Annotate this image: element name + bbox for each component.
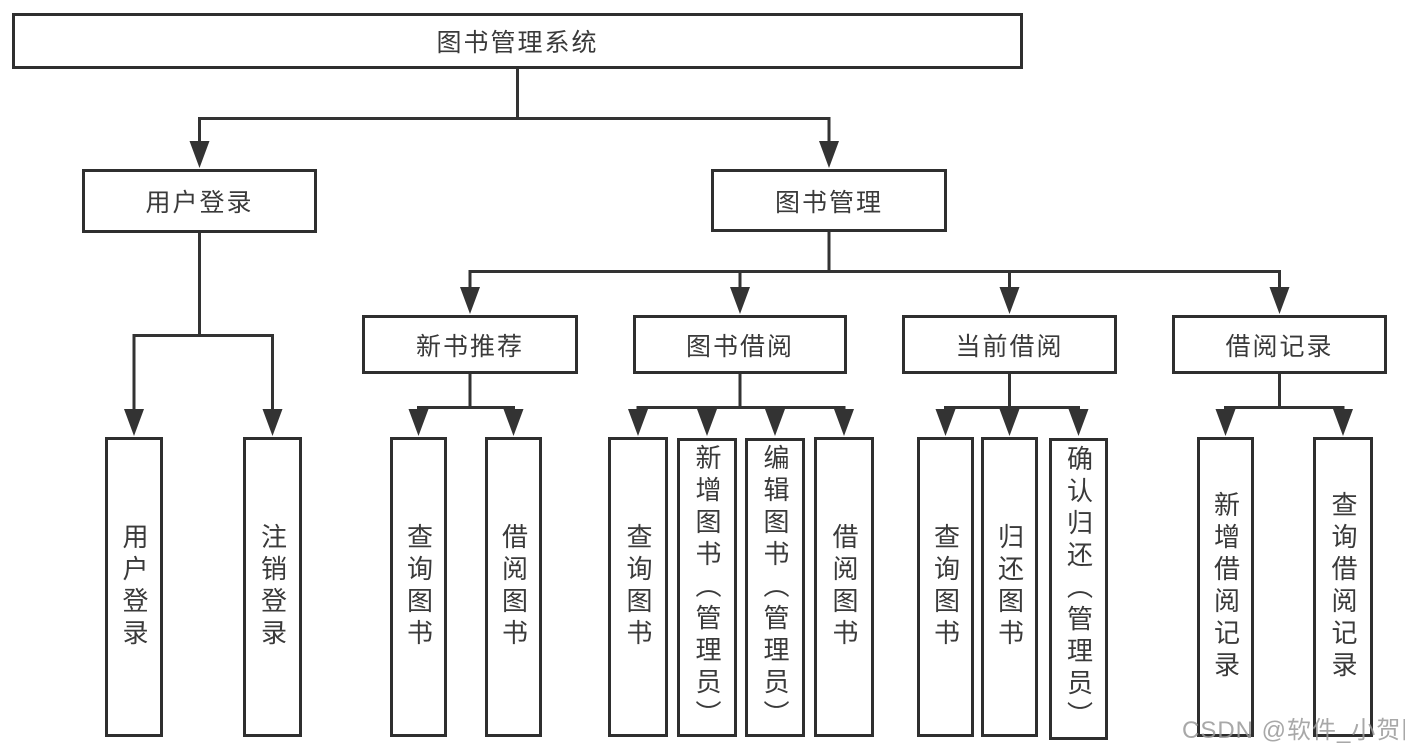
node-current-borrow: 当前借阅 [902,315,1117,374]
node-label: 当前借阅 [955,332,1064,361]
node-new-book-recommend: 新书推荐 [362,315,578,374]
leaf-logout: 注销登录 [243,437,302,737]
leaf-add-book-admin: 新增图书（管理员） [677,438,737,737]
leaf-borrow-book: 借阅图书 [814,437,874,737]
node-label: 图书管理系统 [436,29,599,57]
node-book-borrow: 图书借阅 [633,315,847,374]
node-label: 借阅图书 [829,523,859,651]
leaf-query-book-recommend: 查询图书 [390,437,447,737]
node-label: 新书推荐 [415,332,524,361]
leaf-query-book-current: 查询图书 [917,437,974,737]
node-label: 用户登录 [119,523,149,651]
node-user-login: 用户登录 [82,169,317,233]
arrowheads [124,141,1353,436]
node-root-library-system: 图书管理系统 [12,13,1023,69]
node-label: 新增图书（管理员） [692,443,722,732]
leaf-add-borrow-record: 新增借阅记录 [1197,437,1254,737]
node-label: 新增借阅记录 [1210,491,1241,683]
node-book-management: 图书管理 [711,169,947,232]
leaf-query-book-borrow: 查询图书 [608,437,668,737]
node-label: 确认归还（管理员） [1063,445,1094,733]
leaf-query-borrow-record: 查询借阅记录 [1313,437,1373,737]
node-label: 用户登录 [145,189,254,217]
node-label: 查询借阅记录 [1328,491,1358,683]
node-label: 注销登录 [257,523,288,651]
node-label: 编辑图书（管理员） [760,443,790,732]
leaf-return-book: 归还图书 [981,437,1038,737]
leaf-confirm-return-admin: 确认归还（管理员） [1049,438,1108,740]
leaf-user-login: 用户登录 [105,437,163,737]
csdn-watermark: CSDN @软件_小贺同学 [1182,717,1405,744]
leaf-borrow-book-recommend: 借阅图书 [485,437,542,737]
node-label: 图书借阅 [685,332,794,361]
node-label: 查询图书 [403,523,434,651]
node-label: 归还图书 [994,523,1025,651]
leaf-edit-book-admin: 编辑图书（管理员） [745,438,805,737]
node-label: 查询图书 [930,523,961,651]
node-label: 借阅记录 [1225,332,1334,361]
node-label: 图书管理 [774,188,883,217]
node-borrow-records: 借阅记录 [1172,315,1387,374]
node-label: 借阅图书 [498,523,529,651]
node-label: 查询图书 [623,523,653,651]
